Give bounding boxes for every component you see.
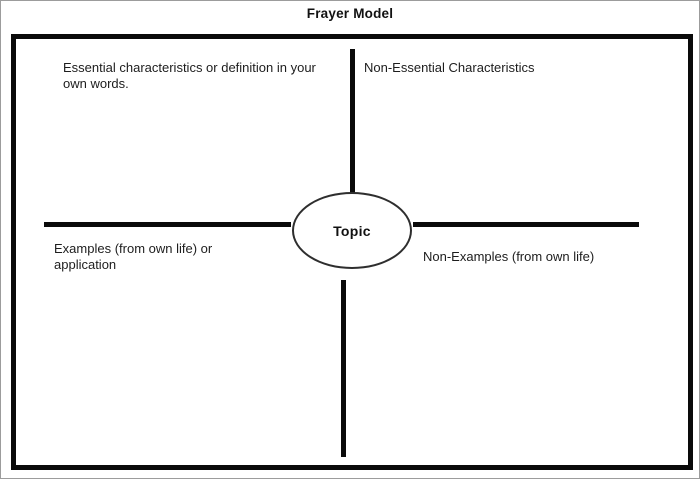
- quadrant-label-non-examples: Non-Examples (from own life): [423, 249, 595, 264]
- topic-label: Topic: [333, 222, 371, 239]
- divider-vertical-bottom: [341, 280, 346, 457]
- quadrant-label-examples: Examples (from own life) or application: [54, 241, 213, 272]
- divider-horizontal-right: [413, 222, 639, 227]
- quadrant-label-non-essential-characteristics: Non-Essential Characteristics: [364, 60, 535, 75]
- page-title: Frayer Model: [306, 6, 394, 21]
- topic-ellipse: Topic: [292, 192, 412, 269]
- quadrant-label-essential-characteristics: Essential characteristics or definition …: [63, 60, 316, 91]
- divider-horizontal-left: [44, 222, 291, 227]
- divider-vertical-top: [350, 49, 355, 193]
